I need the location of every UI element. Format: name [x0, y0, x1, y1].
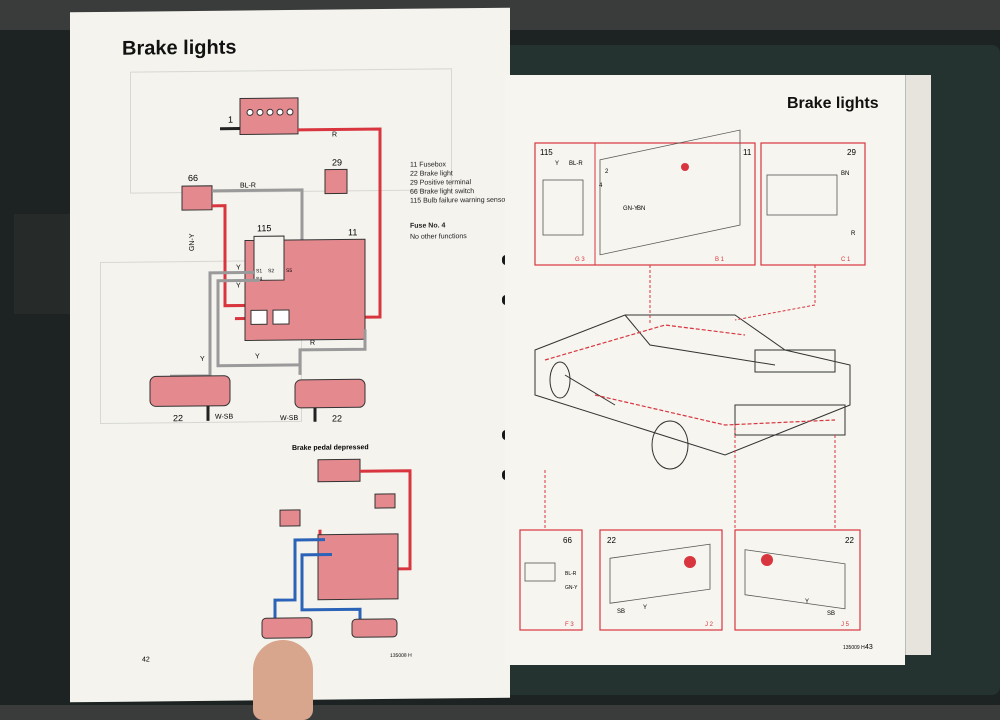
box5-y: Y — [805, 599, 809, 605]
sub-fusebox — [318, 459, 360, 481]
page-number-right: 43 — [865, 644, 873, 651]
box4-j2: J 2 — [705, 622, 714, 628]
light-sketch — [610, 544, 710, 603]
terminal-29-label: 29 — [332, 157, 342, 167]
brake-light-right — [295, 379, 365, 408]
box4-num: 22 — [607, 536, 616, 545]
light-left-num: 22 — [173, 413, 183, 423]
page-number-left: 42 — [142, 656, 150, 663]
box1-n4: 4 — [599, 183, 603, 189]
connector-line — [545, 425, 835, 530]
fusebox — [240, 98, 298, 135]
box2-bn: BN — [841, 171, 849, 177]
box2-c1: C 1 — [841, 257, 851, 263]
box5-j5: J 5 — [841, 622, 850, 628]
box1-wires: Y — [555, 161, 559, 167]
detail-box-light-right — [735, 530, 860, 630]
box3-num: 66 — [563, 536, 572, 545]
wire-y — [170, 272, 254, 376]
box1-bn: BN — [637, 206, 645, 212]
connector-line — [650, 265, 815, 325]
sensor-s5: S5 — [286, 268, 292, 274]
box3-gn-y: GN-Y — [565, 585, 578, 591]
wiring-diagram: 1 R 29 66 BL-R GN-Y 11 115 S1 S2 S4 S5 Y… — [70, 8, 510, 703]
box5-sb: SB — [827, 611, 835, 617]
red-bulb — [761, 554, 773, 566]
box1-n2: 2 — [605, 169, 609, 175]
fusebox-sketch — [600, 130, 740, 255]
box1-gny: GN-Y — [623, 206, 638, 212]
red-bulb — [684, 556, 696, 568]
location-diagram: 115 11 Y BL-R 2 4 GN-Y BN G 3 B 1 29 BN … — [505, 75, 905, 665]
fuse-note: No other functions — [410, 231, 467, 243]
box1-b1: B 1 — [715, 257, 725, 263]
pin — [251, 310, 267, 324]
switch-66 — [182, 186, 212, 210]
light-right-num: 22 — [332, 413, 342, 423]
wire-r-label: R — [332, 132, 337, 139]
wire-y2-label: Y — [236, 283, 241, 290]
detail-box-fusebox — [535, 143, 755, 265]
switch-sketch — [525, 563, 555, 581]
box4-y: Y — [643, 605, 647, 611]
sensor-sketch — [543, 180, 583, 235]
left-page: Brake lights 1 R 29 66 BL-R GN-Y 11 115 … — [70, 8, 510, 703]
sub-fusebox-11 — [318, 534, 398, 600]
red-marker — [681, 163, 689, 171]
ground-left: W-SB — [215, 414, 233, 421]
wiring-route — [545, 325, 835, 425]
sub-switch — [280, 510, 300, 526]
box2-num: 29 — [847, 148, 856, 157]
light-sketch — [745, 550, 845, 609]
detail-box-switch — [520, 530, 582, 630]
page-code-right: 135009 H — [843, 645, 865, 651]
fusebox-11-label: 11 — [348, 227, 357, 237]
box1-num: 115 — [540, 148, 553, 157]
wire-gn-y-label: GN-Y — [189, 233, 196, 251]
page-code-left: 135008 H — [390, 653, 412, 659]
sub-light-left — [262, 618, 312, 639]
detail-box-terminal — [761, 143, 865, 265]
box2-r: R — [851, 231, 856, 237]
wire-bl-r-label: BL-R — [240, 182, 256, 189]
wire-y3-label: Y — [200, 356, 205, 363]
sensor-s1: S1 — [256, 268, 262, 274]
box5-num: 22 — [845, 536, 854, 545]
box1-num2: 11 — [743, 148, 752, 157]
pin — [273, 310, 289, 324]
box4-sb: SB — [617, 609, 625, 615]
sensor-s2: S2 — [268, 268, 274, 274]
sub-light-right — [352, 619, 397, 637]
right-page: Brake lights 115 11 Y BL-R 2 4 GN-Y BN G… — [505, 75, 905, 665]
binder-clip — [14, 214, 74, 314]
switch-66-label: 66 — [188, 173, 198, 183]
page-stack-edge — [905, 75, 931, 655]
fusebox-num: 1 — [228, 115, 233, 125]
box3-f3: F 3 — [565, 622, 574, 628]
sensor-115-label: 115 — [257, 223, 271, 233]
car-illustration — [535, 315, 850, 469]
wire-y4-label: Y — [255, 353, 260, 360]
box1-g3: G 3 — [575, 257, 585, 263]
sub-diagram-title: Brake pedal depressed — [292, 444, 369, 452]
sub-terminal — [375, 494, 395, 508]
ground-right: W-SB — [280, 415, 298, 422]
thumb — [253, 640, 313, 720]
box1-blr: BL-R — [569, 161, 583, 167]
legend-item: 115 Bulb failure warning sensor — [410, 196, 508, 206]
wire-r-bottom-label: R — [310, 340, 315, 347]
terminal-29 — [325, 169, 347, 193]
wire-y1-label: Y — [236, 265, 241, 272]
brake-light-left — [150, 376, 230, 407]
component-legend: 11 Fusebox 22 Brake light 29 Positive te… — [410, 160, 508, 206]
box3-bl-r: BL-R — [565, 571, 577, 577]
fuse-info: Fuse No. 4 No other functions — [410, 220, 467, 243]
fuse-title: Fuse No. 4 — [410, 220, 467, 232]
terminal-sketch — [767, 175, 837, 215]
